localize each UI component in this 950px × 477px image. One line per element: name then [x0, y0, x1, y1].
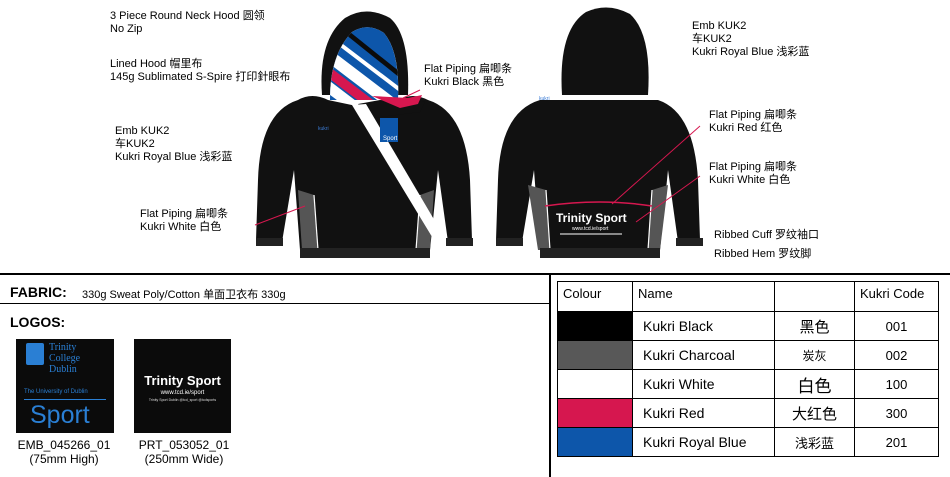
svg-text:kukri: kukri [318, 126, 329, 132]
logos-label: LOGOS: [10, 314, 66, 330]
logo-sport-text: Sport [30, 401, 90, 429]
chest-badge-text: Sport [383, 136, 398, 142]
colour-swatch [557, 369, 633, 399]
logo-university: The University of Dublin [24, 389, 88, 395]
colour-code: 001 [854, 311, 939, 341]
colour-cn-name: 浅彩蓝 [774, 427, 855, 457]
colour-table-header: Colour Name Kukri Code [557, 281, 939, 312]
colour-name: Kukri Red [632, 398, 775, 428]
header-name: Name [632, 281, 775, 312]
colour-cn-name: 炭灰 [774, 340, 855, 370]
logo2-title: Trinity Sport [144, 373, 221, 388]
trinity-sport-print-logo: Trinity Sport www.tcd.ie/sport Trinity S… [134, 339, 231, 433]
logo2-url: www.tcd.ie/sport [160, 390, 205, 396]
logo-college-line: Dublin [49, 364, 77, 375]
colour-name: Kukri White [632, 369, 775, 399]
svg-text:kukri: kukri [539, 96, 550, 102]
fabric-divider [0, 303, 550, 304]
front-white-piping-annotation: Flat Piping 扁唧条 Kukri White 白色 [140, 208, 229, 233]
front-emb-annotation: Emb KUK2 车KUK2 Kukri Royal Blue 浅彩蓝 [115, 125, 233, 163]
black-piping-annotation: Flat Piping 扁唧条 Kukri Black 黑色 [424, 63, 513, 88]
logo2-code: PRT_053052_01 [138, 438, 230, 452]
colour-name: Kukri Royal Blue [632, 427, 775, 457]
crest-icon [26, 343, 44, 365]
back-emb-annotation: Emb KUK2 车KUK2 Kukri Royal Blue 浅彩蓝 [692, 20, 810, 58]
back-print-url: www.tcd.ie/sport [572, 226, 609, 232]
fabric-value: 330g Sweat Poly/Cotton 单面卫衣布 330g [82, 289, 286, 301]
logo1-code: EMB_045266_01 [17, 438, 111, 452]
logo-college-line: College [49, 353, 81, 364]
header-kukri-code: Kukri Code [854, 281, 939, 312]
logo-divider [24, 399, 106, 400]
neck-annotation: 3 Piece Round Neck Hood 圆领 No Zip [110, 10, 265, 35]
table-row: Kukri Royal Blue 浅彩蓝 201 [557, 427, 939, 457]
spec-drawing-frame [0, 273, 950, 274]
back-hoodie-drawing: kukri Trinity Sport www.tcd.ie/sport [496, 7, 703, 258]
fabric-logo-panel [0, 274, 550, 477]
table-row: Kukri Red 大红色 300 [557, 398, 939, 428]
header-blank [774, 281, 855, 312]
colour-name: Kukri Charcoal [632, 340, 775, 370]
leader-lines [254, 89, 701, 226]
lined-hood-annotation: Lined Hood 帽里布 145g Sublimated S-Spire 打… [110, 58, 291, 83]
colour-cn-name: 大红色 [774, 398, 855, 428]
front-hoodie-drawing: Sport kukri [256, 11, 473, 258]
colour-table: Colour Name Kukri Code Kukri Black 黑色 00… [557, 281, 939, 457]
colour-cn-name: 黑色 [774, 311, 855, 341]
logo2-social: Trinity Sport Dublin @tcd_sport @tcdspor… [148, 398, 217, 402]
ribbed-cuff-annotation: Ribbed Cuff 罗纹袖口 [714, 229, 819, 241]
table-row: Kukri Charcoal 炭灰 002 [557, 340, 939, 370]
hoodie-technical-drawing: Sport kukri kukri Trinity Sport www.tcd.… [254, 7, 703, 258]
fabric-label: FABRIC: [10, 284, 67, 300]
colour-code: 100 [854, 369, 939, 399]
colour-code: 002 [854, 340, 939, 370]
colour-swatch [557, 311, 633, 341]
ribbed-hem-annotation: Ribbed Hem 罗纹脚 [714, 248, 812, 260]
colour-swatch [557, 340, 633, 370]
logo2-size: (250mm Wide) [144, 452, 224, 466]
logo-college-line: Trinity [49, 342, 77, 353]
colour-code: 201 [854, 427, 939, 457]
colour-code: 300 [854, 398, 939, 428]
colour-swatch [557, 427, 633, 457]
logo2-caption: PRT_053052_01 (250mm Wide) [124, 438, 244, 466]
logo1-caption: EMB_045266_01 (75mm High) [4, 438, 124, 466]
header-colour: Colour [557, 281, 633, 312]
colour-table-frame [550, 274, 950, 477]
back-print-title: Trinity Sport [556, 211, 627, 225]
tcd-sport-logo: Trinity College Dublin The University of… [16, 339, 114, 433]
colour-cn-name: 白色 [774, 369, 855, 399]
colour-name: Kukri Black [632, 311, 775, 341]
red-piping-annotation: Flat Piping 扁唧条 Kukri Red 红色 [709, 109, 798, 134]
table-row: Kukri Black 黑色 001 [557, 311, 939, 341]
back-white-piping-annotation: Flat Piping 扁唧条 Kukri White 白色 [709, 161, 798, 186]
table-row: Kukri White 白色 100 [557, 369, 939, 399]
logo1-size: (75mm High) [29, 452, 99, 466]
colour-swatch [557, 398, 633, 428]
